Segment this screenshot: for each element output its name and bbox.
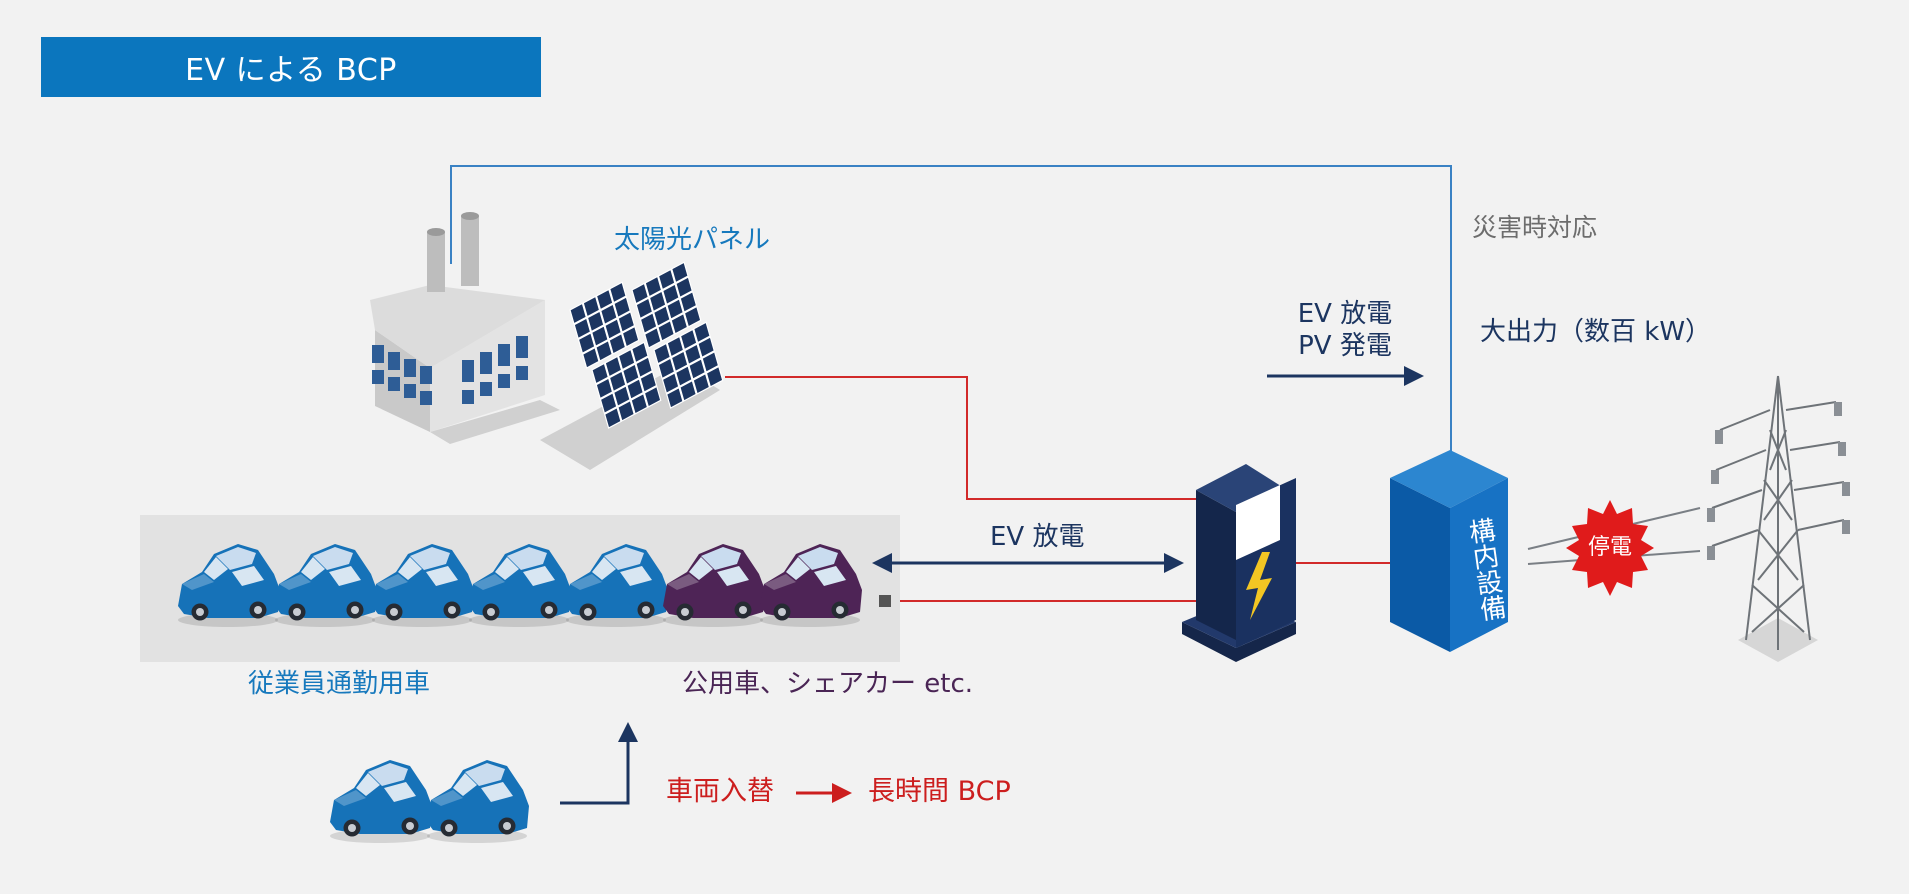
up-arrow (560, 722, 638, 805)
solar-panel-icon (540, 261, 724, 470)
replacement-car-1 (330, 760, 432, 843)
ev-discharge-label: EV 放電 (990, 522, 1085, 552)
power-tower-icon (1707, 375, 1850, 662)
connector-plug (879, 595, 891, 607)
public-cars-label: 公用車、シェアカー etc. (682, 669, 974, 699)
ev-discharge-pv-line2: PV 発電 (1298, 331, 1392, 361)
ev-charger-icon (1182, 464, 1296, 662)
long-bcp-label: 長時間 BCP (868, 776, 1011, 807)
employee-cars-label: 従業員通勤用車 (248, 669, 431, 699)
outage-label: 停電 (1588, 535, 1632, 560)
outage-badge (1566, 500, 1654, 596)
red-arrow (796, 783, 852, 803)
facility-cabinet-icon (1390, 450, 1508, 652)
solar-panel-label: 太陽光パネル (614, 225, 771, 255)
ev-pv-arrow (1267, 366, 1424, 386)
vehicle-replacement-label: 車両入替 (666, 776, 774, 807)
factory-icon (370, 212, 560, 444)
replacement-car-2 (427, 760, 529, 843)
disaster-line (450, 165, 1452, 452)
bidirectional-arrow (872, 553, 1184, 573)
ev-discharge-pv-line1: EV 放電 (1297, 299, 1393, 329)
high-output-label: 大出力（数百 kW） (1480, 317, 1712, 347)
page-title: EV による BCP (41, 37, 541, 97)
solar-to-charger-line (725, 376, 1196, 500)
disaster-response-label: 災害時対応 (1472, 213, 1598, 242)
